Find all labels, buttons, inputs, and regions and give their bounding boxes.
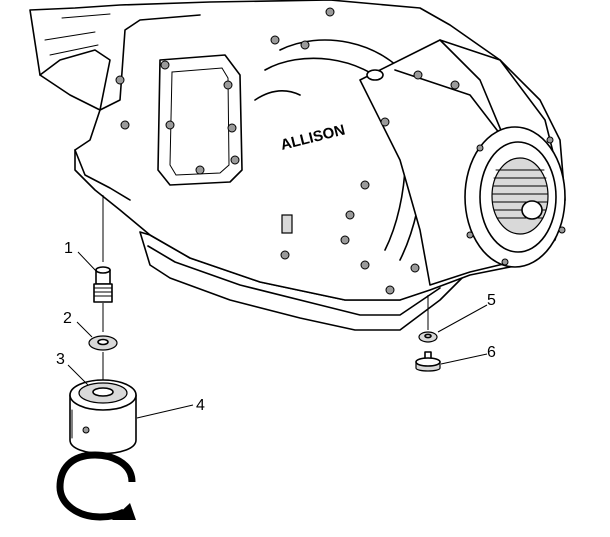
callout-1: 1 (64, 240, 73, 257)
callout-5: 5 (487, 292, 496, 309)
callout-4: 4 (196, 397, 205, 414)
callout-6: 6 (487, 344, 496, 361)
callout-3: 3 (56, 351, 65, 368)
drain-plug (415, 351, 441, 372)
callout-leaders (67, 251, 488, 419)
threaded-fitting (93, 266, 113, 303)
side-cover-plate (157, 54, 243, 186)
seal-washer (88, 335, 118, 351)
rotation-arrow-icon (56, 451, 136, 521)
callout-2: 2 (63, 310, 72, 327)
drain-plug-washer (418, 331, 438, 343)
transmission-assembly: ALLISON (29, 0, 566, 331)
oil-filter (69, 379, 137, 455)
output-shaft-splines (491, 157, 549, 235)
